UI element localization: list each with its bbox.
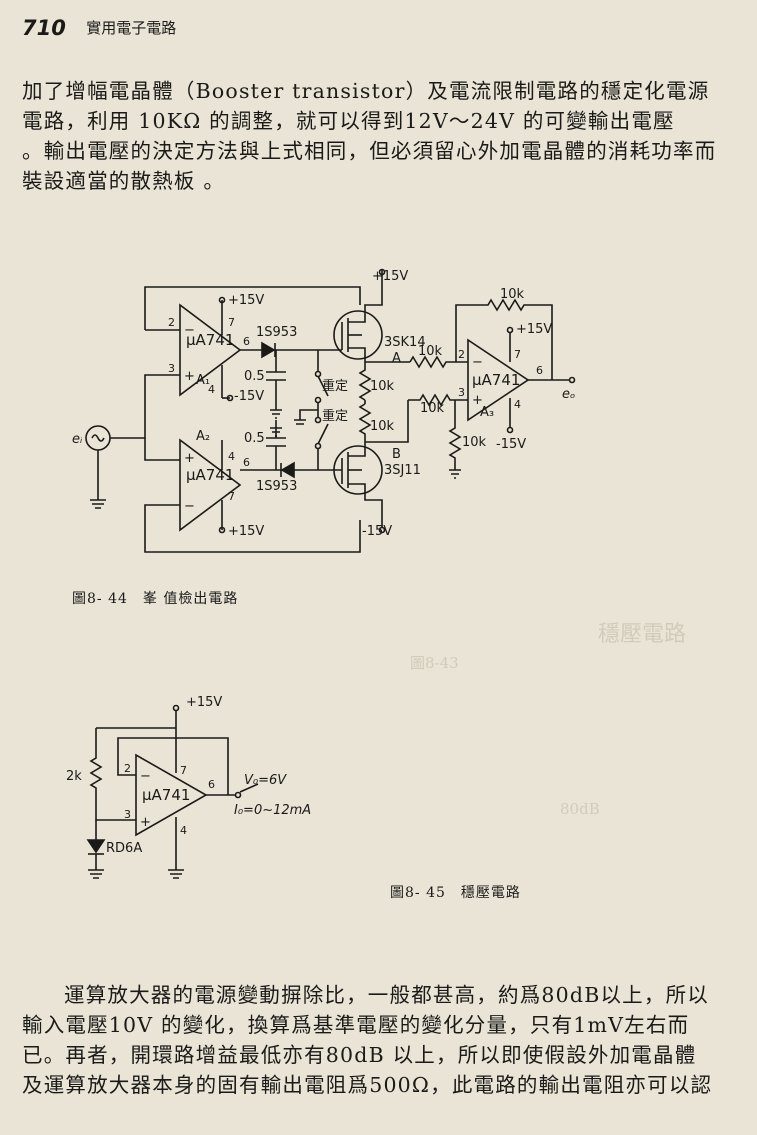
svg-text:−: −	[472, 355, 483, 370]
caption-figure-8-45: 圖8- 45 穩壓電路	[390, 885, 521, 901]
paragraph-top: 加了增幅電晶體（Booster transistor）及電流限制電路的穩定化電源…	[22, 76, 742, 196]
svg-text:4: 4	[228, 450, 235, 463]
label-v15-top: +15V	[372, 269, 408, 284]
figure-8-44-peak-detector-schematic: +15V +15V μA741 7 6 2 3 4 − + A₁ -15V 1S…	[72, 268, 575, 553]
text-line: 及運算放大器本身的固有輸出電阻爲500Ω，此電路的輸出電阻亦可以認	[22, 1073, 713, 1097]
label-node-b: B	[392, 447, 401, 462]
svg-text:10k: 10k	[462, 435, 487, 450]
opamp-regulator-symbol	[135, 753, 208, 837]
label-ua741-a2: μA741	[186, 466, 234, 484]
label-reset1: 重定	[322, 378, 348, 394]
label-vo: V₀=6V	[244, 773, 287, 788]
label-v15-a2: +15V	[228, 524, 264, 539]
bleed-heading: 穩壓電路	[598, 622, 687, 647]
svg-text:6: 6	[536, 364, 543, 377]
text-line: 已。再者，開環路增益最低亦有80dB 以上，所以即使假設外加電晶體	[22, 1043, 697, 1067]
svg-text:3: 3	[124, 808, 131, 821]
svg-text:−: −	[184, 499, 195, 514]
label-cap1: 0.5	[244, 369, 265, 384]
label-v15: +15V	[186, 695, 222, 710]
svg-text:2: 2	[458, 348, 465, 361]
svg-text:+: +	[140, 815, 151, 830]
svg-text:4: 4	[180, 824, 187, 837]
svg-text:7: 7	[514, 348, 521, 361]
mosfet-q1-symbol	[333, 310, 383, 360]
text-line: 輸入電壓10V 的變化，換算爲基準電壓的變化分量，只有1mV左右而	[22, 1013, 690, 1037]
svg-text:+: +	[472, 393, 483, 408]
figure-8-45-regulator-schematic: +15V 2k 2 3 4 6 7 μA741 − + RD6A V₀=6V I…	[66, 695, 311, 879]
opamp-a3-symbol	[467, 338, 530, 422]
label-a1: A₁	[196, 373, 210, 388]
text-line: 運算放大器的電源變動摒除比，一般都甚高，約爲80dB以上，所以	[64, 983, 709, 1007]
label-q2: 3SJ11	[384, 463, 421, 478]
paragraph-bottom: 運算放大器的電源變動摒除比，一般都甚高，約爲80dB以上，所以 輸入電壓10V …	[22, 980, 742, 1100]
bleed-text-1: 圖8-43	[410, 654, 459, 672]
running-title: 實用電子電路	[86, 19, 177, 37]
label-a2: A₂	[196, 429, 210, 444]
label-diode2: 1S953	[256, 479, 297, 494]
caption-figure-8-44: 圖8- 44 峯 值檢出電路	[72, 591, 239, 607]
svg-text:6: 6	[243, 456, 250, 469]
label-reset2: 重定	[322, 408, 348, 424]
label-ua741-reg: μA741	[142, 786, 190, 804]
text-line: 裝設適當的散熱板 。	[22, 169, 226, 193]
label-diode1: 1S953	[256, 325, 297, 340]
label-vm15-a3: -15V	[496, 437, 526, 452]
label-zener: RD6A	[106, 841, 142, 856]
svg-text:6: 6	[208, 778, 215, 791]
text-line: 。輸出電壓的決定方法與上式相同，但必須留心外加電晶體的消耗功率而	[22, 139, 717, 163]
label-v15-a1: +15V	[228, 293, 264, 308]
label-r10k-a: 10k	[418, 344, 443, 359]
svg-text:10k: 10k	[370, 419, 395, 434]
text-line: 加了增幅電晶體（Booster transistor）及電流限制電路的穩定化電源	[22, 79, 710, 103]
svg-text:3: 3	[458, 386, 465, 399]
svg-text:7: 7	[228, 316, 235, 329]
svg-text:6: 6	[243, 335, 250, 348]
bleed-text-2: 80dB	[560, 800, 600, 818]
label-ei: eᵢ	[72, 432, 83, 447]
label-a3: A₃	[480, 405, 494, 420]
label-cap2: 0.5	[244, 431, 265, 446]
label-eo: eₒ	[562, 387, 575, 402]
label-r2k: 2k	[66, 769, 82, 784]
opamp-a1-symbol	[179, 303, 242, 397]
label-io: I₀=0~12mA	[234, 803, 311, 818]
svg-text:+: +	[184, 369, 195, 384]
label-r-feedback: 10k	[500, 287, 525, 302]
svg-text:−: −	[184, 323, 195, 338]
svg-text:3: 3	[168, 362, 175, 375]
page-number: 710	[22, 16, 66, 40]
label-ua741-a1: μA741	[186, 331, 234, 349]
page-header: 710 實用電子電路	[22, 16, 176, 40]
svg-text:4: 4	[208, 383, 215, 396]
svg-text:7: 7	[180, 764, 187, 777]
svg-text:10k: 10k	[370, 379, 395, 394]
opamp-a2-symbol	[179, 438, 242, 532]
svg-text:2: 2	[168, 316, 175, 329]
label-vm15-bot: -15V	[362, 524, 392, 539]
label-vm15-a1: -15V	[234, 389, 264, 404]
label-ua741-a3: μA741	[472, 371, 520, 389]
svg-text:+: +	[184, 451, 195, 466]
svg-text:4: 4	[514, 398, 521, 411]
label-q1: 3SK14	[384, 335, 426, 350]
svg-text:−: −	[140, 769, 151, 784]
svg-text:10k: 10k	[420, 401, 445, 416]
svg-text:2: 2	[124, 762, 131, 775]
text-line: 電路，利用 10KΩ 的調整，就可以得到12V～24V 的可變輸出電壓	[22, 109, 675, 133]
svg-text:7: 7	[228, 490, 235, 503]
label-node-a: A	[392, 351, 401, 366]
label-v15-a3: +15V	[516, 322, 552, 337]
